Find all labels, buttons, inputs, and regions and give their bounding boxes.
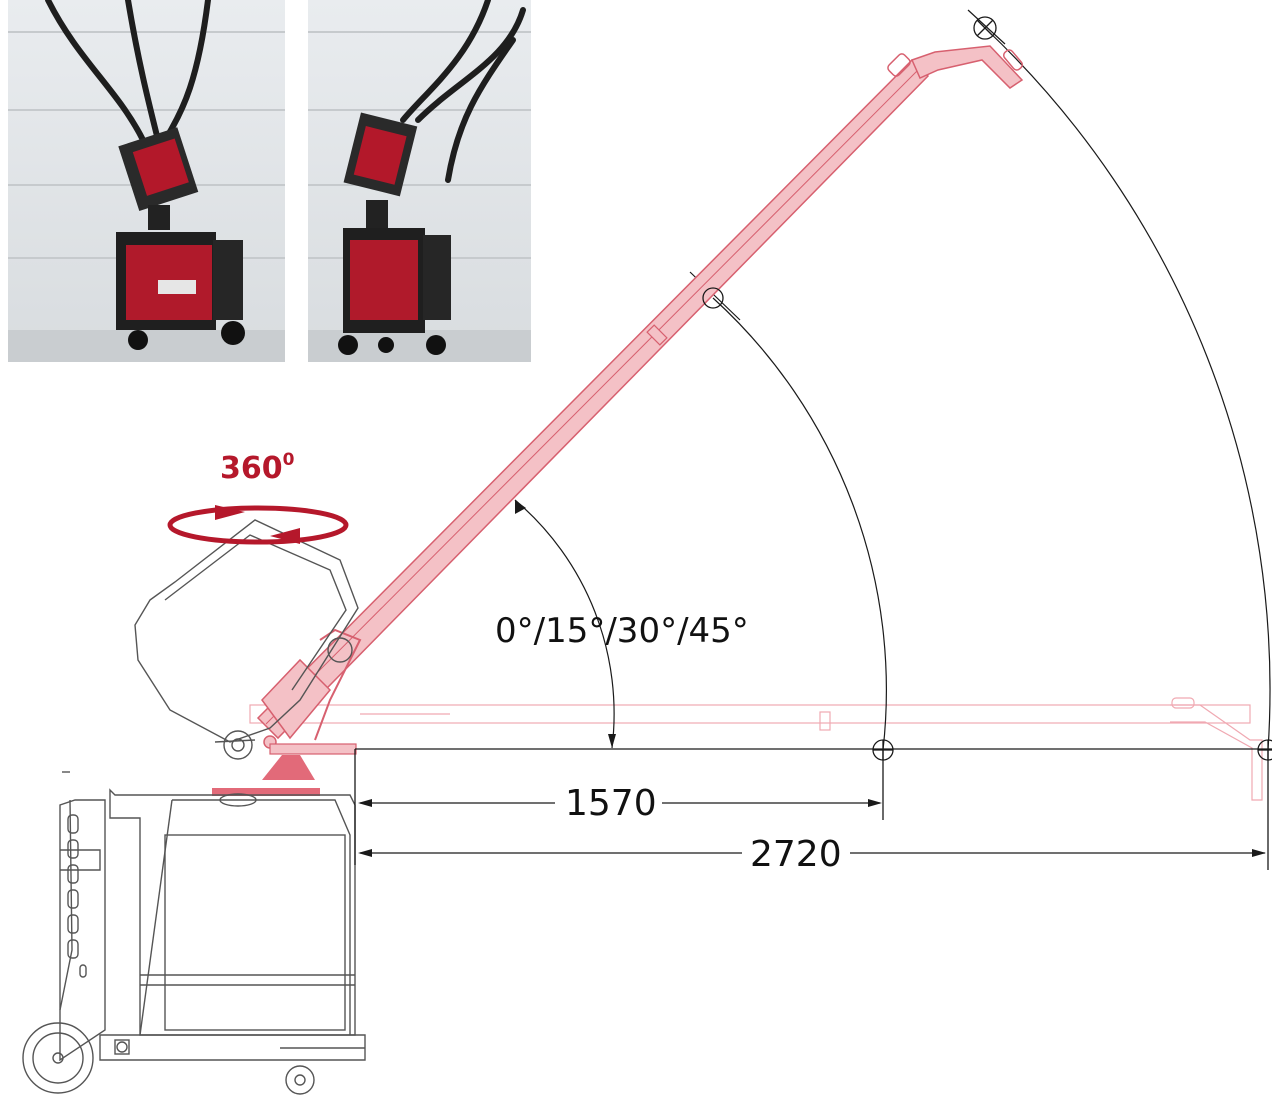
photo-boom-lowered: [8, 0, 285, 362]
pivot-marker-outer-raised: [973, 16, 997, 40]
photo-boom-raised: [308, 0, 531, 362]
pivot-markers: [702, 16, 1272, 761]
pivot-marker-outer-level: [1257, 739, 1272, 761]
dimension-1570-label: 1570: [565, 783, 657, 824]
rotation-arrow-icon: [167, 505, 349, 545]
wire-feeder-outline: [134, 519, 359, 760]
dimension-2720-label: 2720: [750, 834, 842, 875]
angle-label: 0°/15°/30°/45°: [495, 611, 749, 651]
dimension-lines: [354, 748, 1272, 870]
pivot-marker-inner-level: [872, 739, 894, 761]
rotation-degree-superscript: 0: [283, 450, 295, 470]
pivot-marker-inner-raised: [702, 287, 724, 309]
power-source-outline: [22, 771, 366, 1095]
boom-raised: [212, 45, 1024, 796]
rotation-label: 3600: [220, 450, 295, 486]
boom-lowered-outline: [249, 697, 1263, 801]
dimension-arrowheads: [358, 500, 1266, 857]
